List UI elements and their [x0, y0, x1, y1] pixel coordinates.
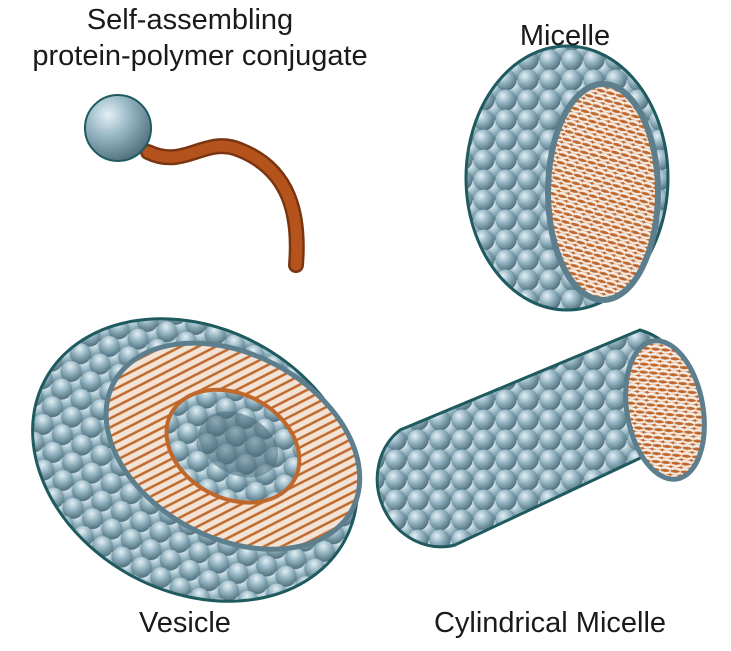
vesicle-label: Vesicle	[139, 607, 231, 639]
micelle-illustration	[464, 44, 670, 312]
protein-polymer-conjugate	[84, 94, 305, 273]
cylindrical-micelle-illustration	[375, 328, 707, 549]
vesicle-illustration	[31, 317, 363, 603]
conjugate-label-line1: Self-assembling	[86, 4, 294, 36]
conjugate-label-line2: protein-polymer conjugate	[32, 40, 368, 72]
cylindrical-micelle-label: Cylindrical Micelle	[433, 607, 667, 639]
micelle-label: Micelle	[519, 20, 611, 52]
